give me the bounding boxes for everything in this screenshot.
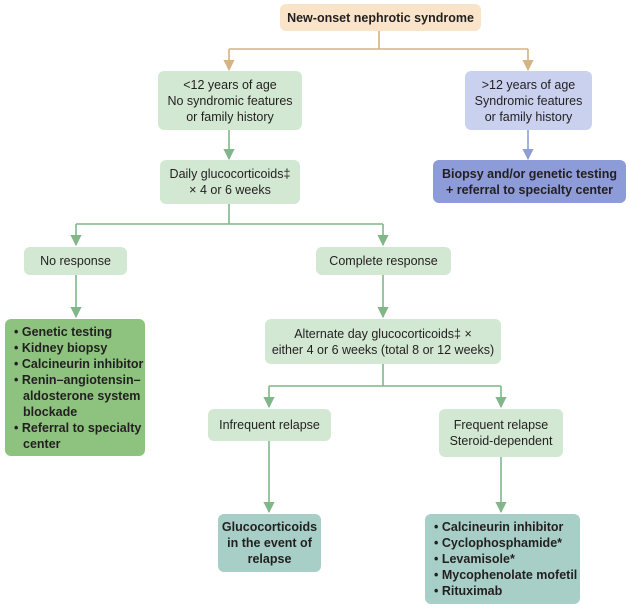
node-new-onset-nephrotic-syndrome: New-onset nephrotic syndrome <box>280 4 481 31</box>
list-item: • Referral to specialty center <box>14 420 142 451</box>
node-line: <12 years of age <box>183 77 277 92</box>
node-label: New-onset nephrotic syndrome <box>287 10 474 25</box>
node-no-response-actions: • Genetic testing • Kidney biopsy • Calc… <box>5 319 145 456</box>
node-line: × 4 or 6 weeks <box>189 183 271 197</box>
node-label: No response <box>40 254 111 268</box>
node-line: Frequent relapse <box>453 418 549 432</box>
node-glucocorticoids-relapse: Glucocorticoids in the event of relapse <box>218 514 321 572</box>
node-line: in the event of <box>227 536 312 550</box>
node-line: either 4 or 6 weeks (total 8 or 12 weeks… <box>271 342 495 357</box>
node-line: relapse <box>247 552 292 566</box>
node-line: Glucocorticoids <box>221 520 318 534</box>
list-item: • Levamisole* <box>434 552 515 566</box>
root-split-connector <box>223 30 534 72</box>
list-item: • Calcineurin inhibitor <box>434 520 564 534</box>
node-no-response: No response <box>24 247 127 275</box>
node-line: >12 years of age <box>481 77 576 92</box>
list-item: • Calcineurin inhibitor <box>14 356 144 371</box>
node-line: Steroid-dependent <box>449 434 553 448</box>
node-alternate-day-glucocorticoids: Alternate day glucocorticoids‡ × either … <box>265 319 501 364</box>
green-connectors <box>70 130 507 514</box>
node-frequent-relapse-treatments: • Calcineurin inhibitor • Cyclophosphami… <box>425 514 580 604</box>
node-line: or family history <box>186 109 274 124</box>
node-frequent-relapse: Frequent relapse Steroid-dependent <box>439 409 563 457</box>
node-daily-glucocorticoids: Daily glucocorticoids‡ × 4 or 6 weeks <box>160 160 300 204</box>
node-infrequent-relapse: Infrequent relapse <box>208 409 331 441</box>
node-biopsy-genetic-testing: Biopsy and/or genetic testing + referral… <box>433 160 626 203</box>
node-label: Infrequent relapse <box>219 418 320 432</box>
list-item: • Cyclophosphamide* <box>434 536 563 550</box>
node-line: or family history <box>484 109 573 124</box>
node-label: Complete response <box>329 254 438 268</box>
list-item: • Rituximab <box>434 584 503 598</box>
node-under-12-years: <12 years of age No syndromic features o… <box>158 71 302 130</box>
node-line: + referral to specialty center <box>445 182 614 197</box>
node-line: Alternate day glucocorticoids‡ × <box>294 326 472 341</box>
list-item: • Genetic testing <box>14 324 113 339</box>
list-item: • Renin–angiotensin– aldosterone system … <box>14 372 141 419</box>
node-complete-response: Complete response <box>316 247 451 275</box>
list-item: • Mycophenolate mofetil <box>434 568 578 582</box>
node-line: Biopsy and/or genetic testing <box>441 166 618 181</box>
node-line: No syndromic features <box>167 93 293 108</box>
node-line: Syndromic features <box>474 93 583 108</box>
node-line: Daily glucocorticoids‡ <box>169 167 291 181</box>
list-item: • Kidney biopsy <box>14 340 108 355</box>
node-over-12-years: >12 years of age Syndromic features or f… <box>465 71 592 130</box>
